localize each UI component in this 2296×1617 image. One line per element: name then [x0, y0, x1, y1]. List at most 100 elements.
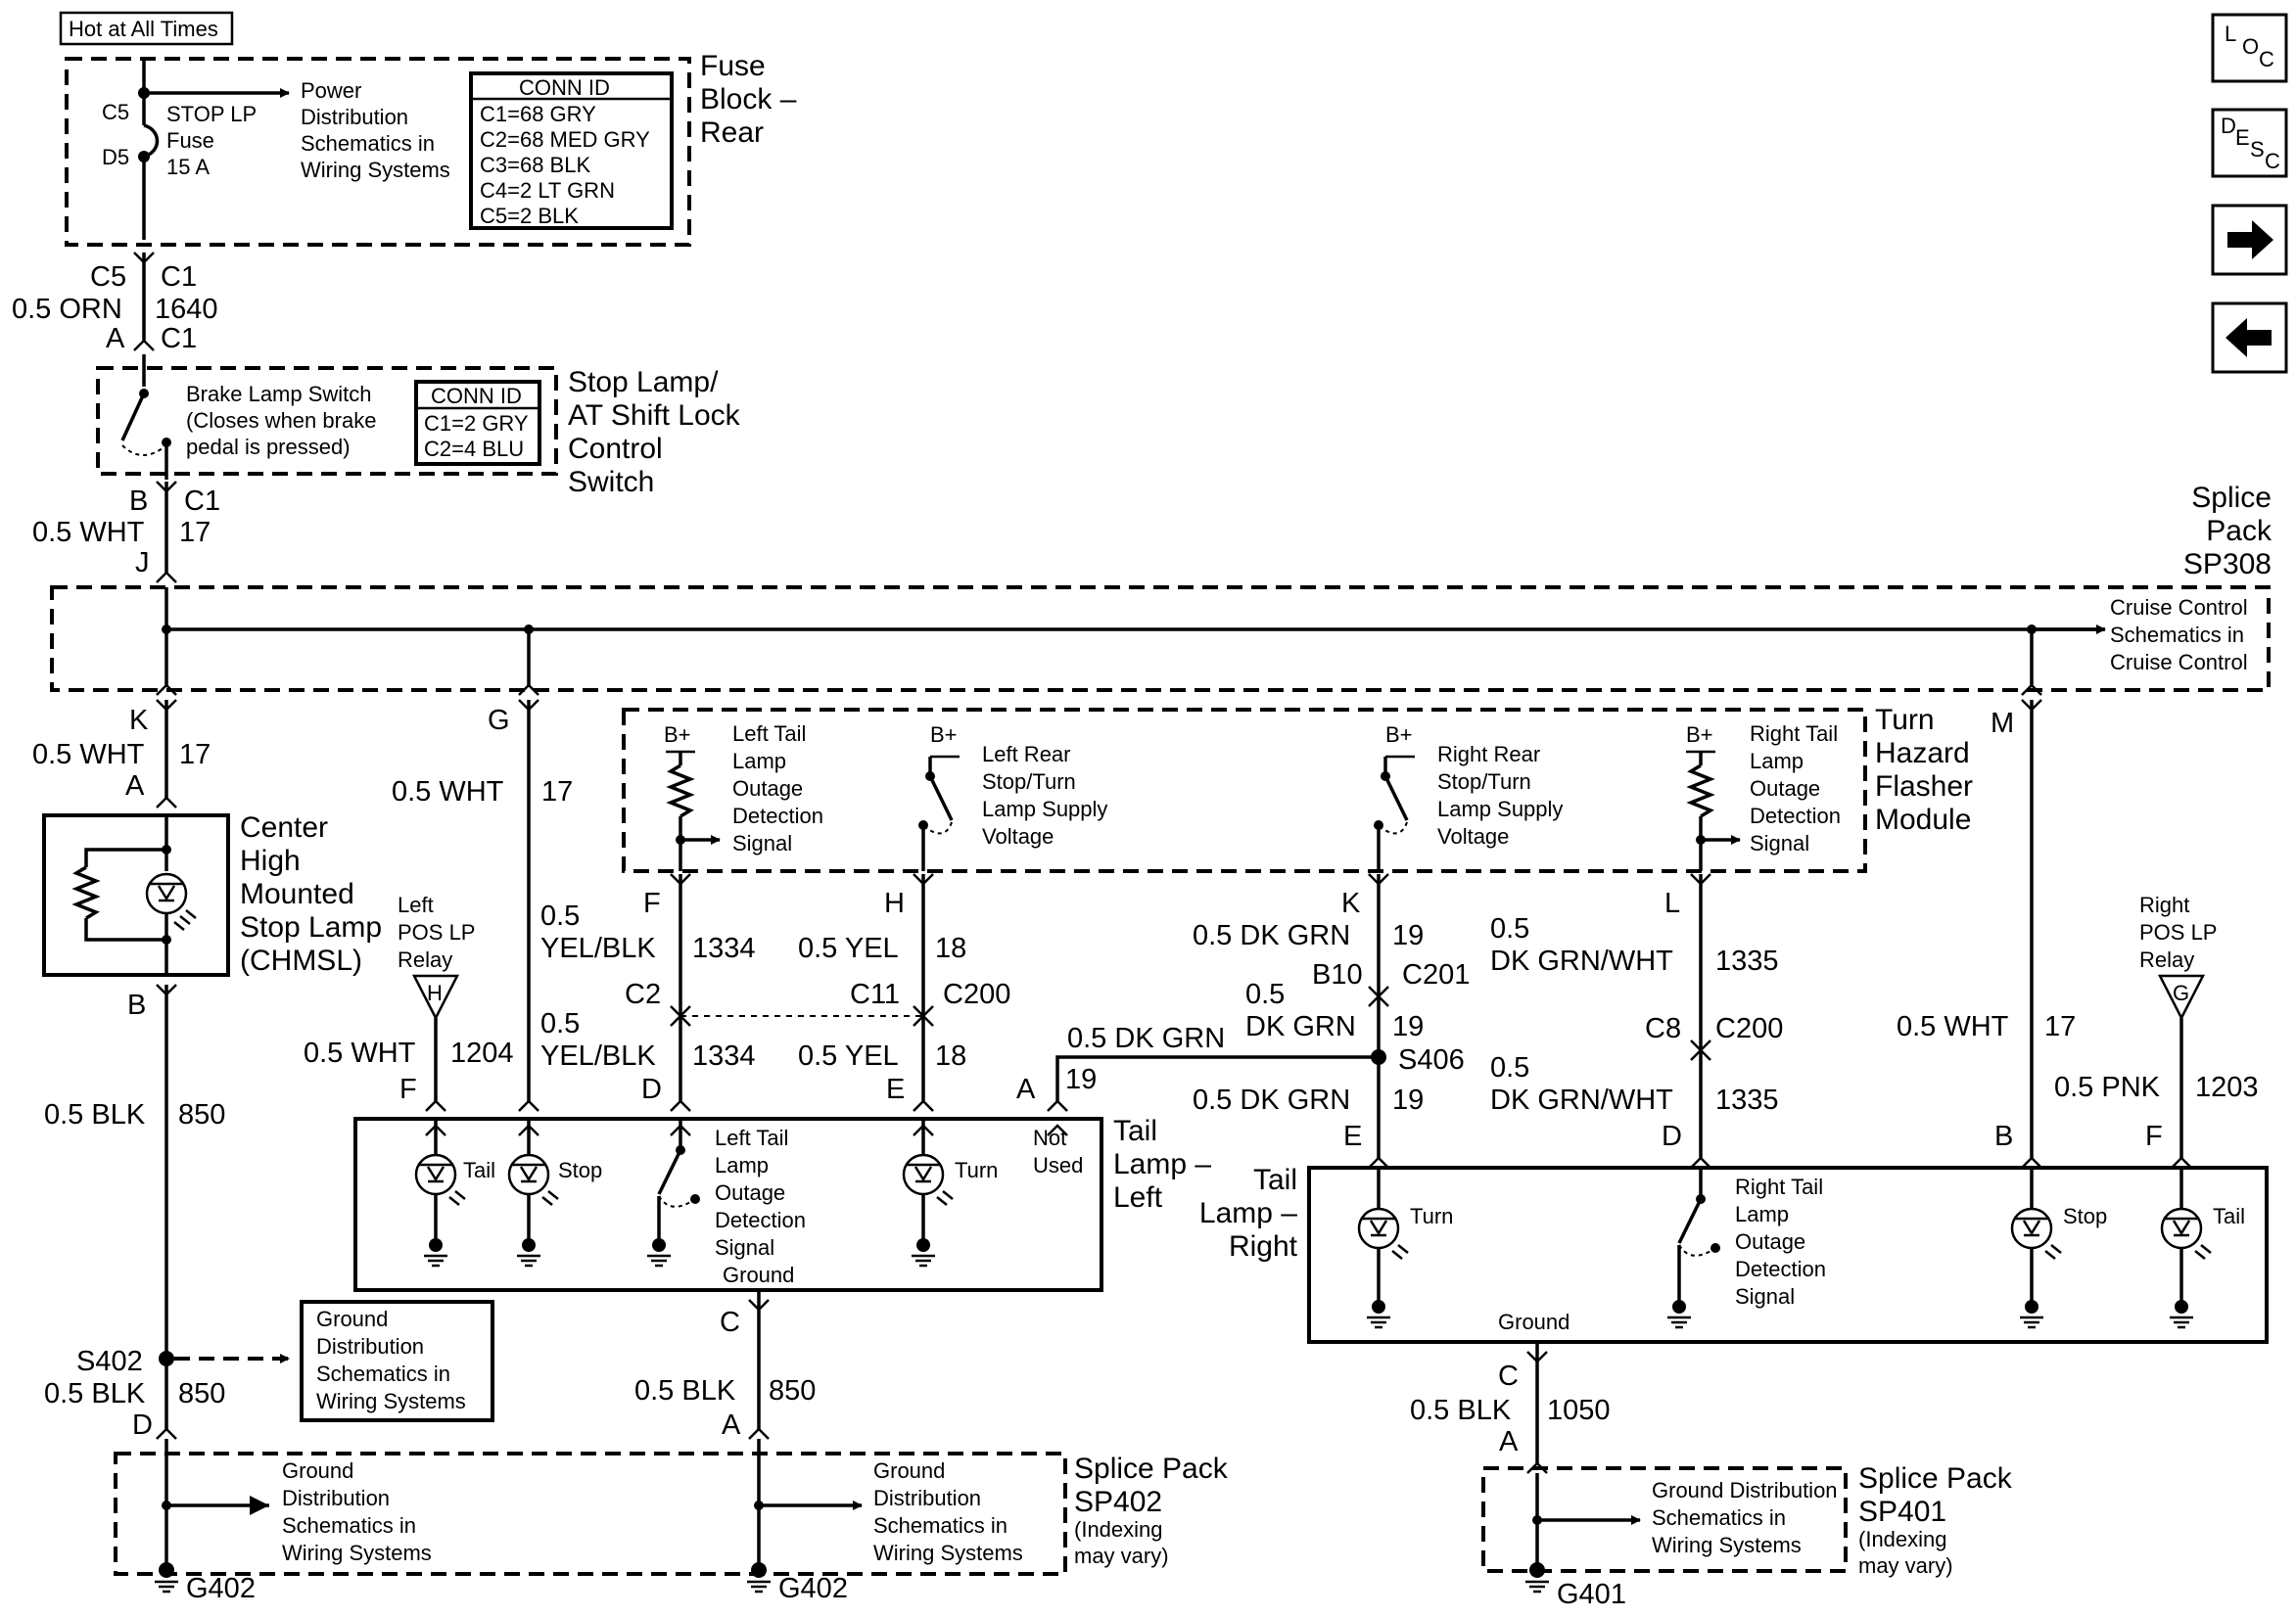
- svg-text:Signal: Signal: [1750, 831, 1809, 855]
- left-outage-label: Left Tail Lamp Outage Detection Signal G…: [715, 1126, 806, 1287]
- g401-ground-icon: [1525, 1562, 1549, 1594]
- desc-button[interactable]: D E S C: [2211, 108, 2288, 178]
- svg-text:D: D: [2221, 114, 2236, 138]
- left-stop-label: Stop: [558, 1158, 602, 1182]
- left-ground-pin-a: A: [722, 1409, 741, 1441]
- wire-f-color-b: YEL/BLK: [540, 933, 656, 964]
- right-pos-lp-relay-icon: [2157, 974, 2206, 1021]
- wire-f-pin-f: F: [643, 888, 661, 919]
- svg-text:Right: Right: [1229, 1230, 1298, 1263]
- right-outage-switch-icon: [1677, 1198, 1703, 1244]
- brake-switch-conn-c2: C2=4 BLU: [424, 437, 524, 461]
- svg-text:Schematics in: Schematics in: [282, 1513, 416, 1538]
- svg-text:Rear: Rear: [700, 116, 764, 149]
- brake-switch-contact-icon: [120, 393, 146, 441]
- wire-k-color: 0.5 WHT: [32, 739, 145, 770]
- ground-ref-mid: Ground Distribution Schematics in Wiring…: [316, 1307, 466, 1413]
- right-ground-circuit: 1050: [1547, 1395, 1611, 1426]
- wire1-conn-c1-bottom: C1: [161, 323, 197, 354]
- wire2-pin-b: B: [129, 485, 148, 517]
- wire-kr-pin-k: K: [1341, 888, 1361, 919]
- svg-text:Detection: Detection: [1735, 1257, 1826, 1281]
- svg-text:Schematics in: Schematics in: [1652, 1505, 1786, 1530]
- left-pos-lp-relay-label: Left POS LP Relay: [398, 893, 475, 972]
- svg-text:Center: Center: [240, 811, 328, 844]
- svg-text:Outage: Outage: [715, 1180, 785, 1205]
- svg-text:(Closes when brake: (Closes when brake: [186, 408, 376, 433]
- sp402-outline: [114, 1452, 1067, 1576]
- wire-l-color2-b: DK GRN/WHT: [1490, 1085, 1673, 1116]
- svg-text:Distribution: Distribution: [316, 1334, 424, 1359]
- tail-lamp-left-title: Tail Lamp – Left: [1113, 1115, 1211, 1214]
- right-ground-pin-a: A: [1499, 1426, 1519, 1457]
- sp402-note: (Indexing may vary): [1074, 1517, 1169, 1568]
- wire-l-conn-c8: C8: [1645, 1013, 1681, 1044]
- svg-text:C: C: [2259, 47, 2274, 71]
- flasher-module-outline: [622, 708, 1867, 873]
- previous-page-button[interactable]: [2211, 301, 2288, 374]
- svg-text:Detection: Detection: [732, 804, 823, 828]
- chmsl-box: [42, 813, 230, 977]
- svg-text:Outage: Outage: [732, 776, 803, 801]
- svg-text:Lamp Supply: Lamp Supply: [1437, 797, 1563, 821]
- wire-h-conn-c11: C11: [850, 979, 900, 1010]
- svg-text:Brake Lamp Switch: Brake Lamp Switch: [186, 382, 372, 406]
- chmsl-title: Center High Mounted Stop Lamp (CHMSL): [240, 811, 382, 977]
- right-relay-wire-circuit: 1203: [2195, 1072, 2259, 1103]
- left-relay-pin-f: F: [399, 1074, 417, 1105]
- wire-k-circuit: 17: [179, 739, 211, 770]
- splice-s402: [159, 1351, 174, 1366]
- sp308-outline: [50, 585, 2271, 692]
- left-relay-wire-circuit: 1204: [450, 1038, 514, 1069]
- brake-switch-title: Stop Lamp/ AT Shift Lock Control Switch: [568, 366, 741, 498]
- svg-text:Relay: Relay: [398, 947, 452, 972]
- svg-text:S: S: [2250, 137, 2265, 162]
- wire-l-circuit: 1335: [1715, 946, 1779, 977]
- svg-text:Lamp: Lamp: [732, 749, 786, 773]
- right-ground-pin-c: C: [1498, 1361, 1519, 1392]
- svg-text:Ground: Ground: [282, 1458, 353, 1483]
- wire-k-pin-k: K: [129, 705, 149, 736]
- right-turn-ground-icon: [1367, 1300, 1390, 1329]
- wire-l-pin-d: D: [1662, 1121, 1682, 1152]
- svg-text:Lamp –: Lamp –: [1113, 1148, 1211, 1180]
- svg-text:Distribution: Distribution: [282, 1486, 390, 1510]
- power-distribution-ref: Power Distribution Schematics in Wiring …: [301, 78, 450, 182]
- wire-kr-color2-b: DK GRN: [1245, 1011, 1356, 1042]
- svg-text:Ground: Ground: [873, 1458, 945, 1483]
- svg-text:Outage: Outage: [1750, 776, 1820, 801]
- wire-h-circuit2: 18: [935, 1040, 966, 1072]
- svg-text:Cruise Control: Cruise Control: [2110, 595, 2248, 620]
- loc-button[interactable]: L O C: [2211, 13, 2288, 83]
- fuse-pin-d5: D5: [102, 145, 129, 169]
- wire1-pin-c5: C5: [90, 261, 126, 293]
- svg-text:C: C: [2265, 149, 2280, 173]
- wire-kr-color3: 0.5 DK GRN: [1193, 1085, 1350, 1116]
- svg-text:B+: B+: [1385, 722, 1413, 747]
- right-pos-lp-relay-label: Right POS LP Relay: [2139, 893, 2217, 972]
- right-stop-label: Stop: [2063, 1204, 2107, 1228]
- cruise-control-ref: Cruise Control Schematics in Cruise Cont…: [2110, 595, 2248, 674]
- wire-branch-color: 0.5 DK GRN: [1067, 1023, 1225, 1054]
- wire-f-color2-a: 0.5: [540, 1008, 580, 1040]
- svg-text:Voltage: Voltage: [1437, 824, 1509, 849]
- left-tail-bulb-icon: [414, 1153, 466, 1206]
- fuse-conn-id-title: CONN ID: [519, 75, 610, 100]
- brake-switch-conn-id-table: [414, 380, 541, 466]
- svg-text:Fuse: Fuse: [700, 50, 766, 82]
- left-outage-ground-icon: [647, 1238, 671, 1268]
- svg-text:Wiring Systems: Wiring Systems: [873, 1541, 1023, 1565]
- left-ground-circuit: 850: [769, 1375, 816, 1407]
- sp402-title: Splice Pack SP402: [1074, 1453, 1229, 1518]
- svg-text:High: High: [240, 845, 301, 877]
- next-page-button[interactable]: [2211, 204, 2288, 276]
- svg-text:Control: Control: [568, 433, 663, 465]
- wire-l-color-b: DK GRN/WHT: [1490, 946, 1673, 977]
- chmsl-ground-color: 0.5 BLK: [44, 1099, 146, 1131]
- wire-h-color: 0.5 YEL: [798, 933, 899, 964]
- svg-text:Lamp Supply: Lamp Supply: [982, 797, 1107, 821]
- svg-text:Mounted: Mounted: [240, 878, 354, 910]
- svg-text:Block –: Block –: [700, 83, 797, 116]
- svg-text:SP401: SP401: [1858, 1496, 1946, 1528]
- svg-text:Fuse: Fuse: [166, 128, 214, 153]
